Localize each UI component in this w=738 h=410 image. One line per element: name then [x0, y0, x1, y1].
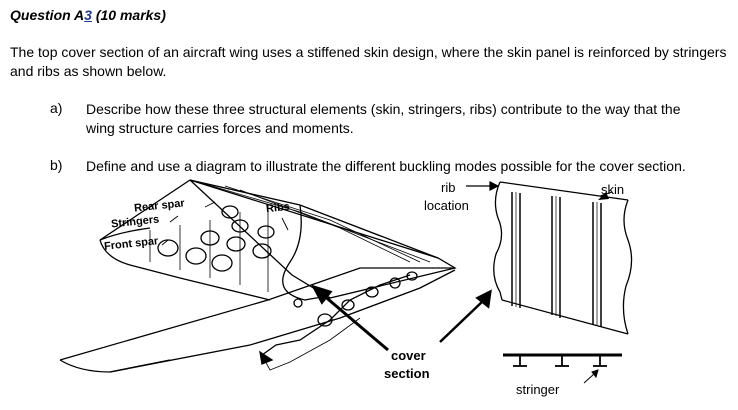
cover-section-label-line2: section	[384, 366, 430, 381]
question-intro: The top cover section of an aircraft win…	[10, 44, 727, 79]
cover-section-label-line1: cover	[391, 348, 426, 363]
question-number-link[interactable]: 3	[84, 7, 92, 23]
stringer-label: stringer	[516, 382, 560, 397]
question-title: Question A3 (10 marks)	[10, 7, 166, 23]
ribs-label: Ribs	[265, 200, 291, 216]
rib-location-arrow	[466, 181, 500, 191]
wing-box-illustration	[59, 179, 457, 373]
stringer-cross-section	[503, 353, 622, 384]
rib-location-label-line1: rib	[441, 180, 456, 195]
cover-section-arrows	[310, 284, 492, 352]
skin-label: skin	[601, 182, 625, 197]
part-b-label: b)	[50, 157, 63, 173]
part-a-text-line2: wing structure carries forces and moment…	[86, 120, 354, 136]
skin-panel-illustration	[493, 181, 633, 335]
question-title-prefix: Question A	[10, 7, 85, 23]
rib-location-label-line2: location	[424, 198, 469, 213]
skin-arrowhead	[598, 192, 609, 200]
question-marks: (10 marks)	[91, 7, 166, 23]
part-b-text: Define and use a diagram to illustrate t…	[86, 158, 686, 174]
part-a-label: a)	[50, 100, 63, 116]
part-a-text-line1: Describe how these three structural elem…	[86, 101, 681, 117]
